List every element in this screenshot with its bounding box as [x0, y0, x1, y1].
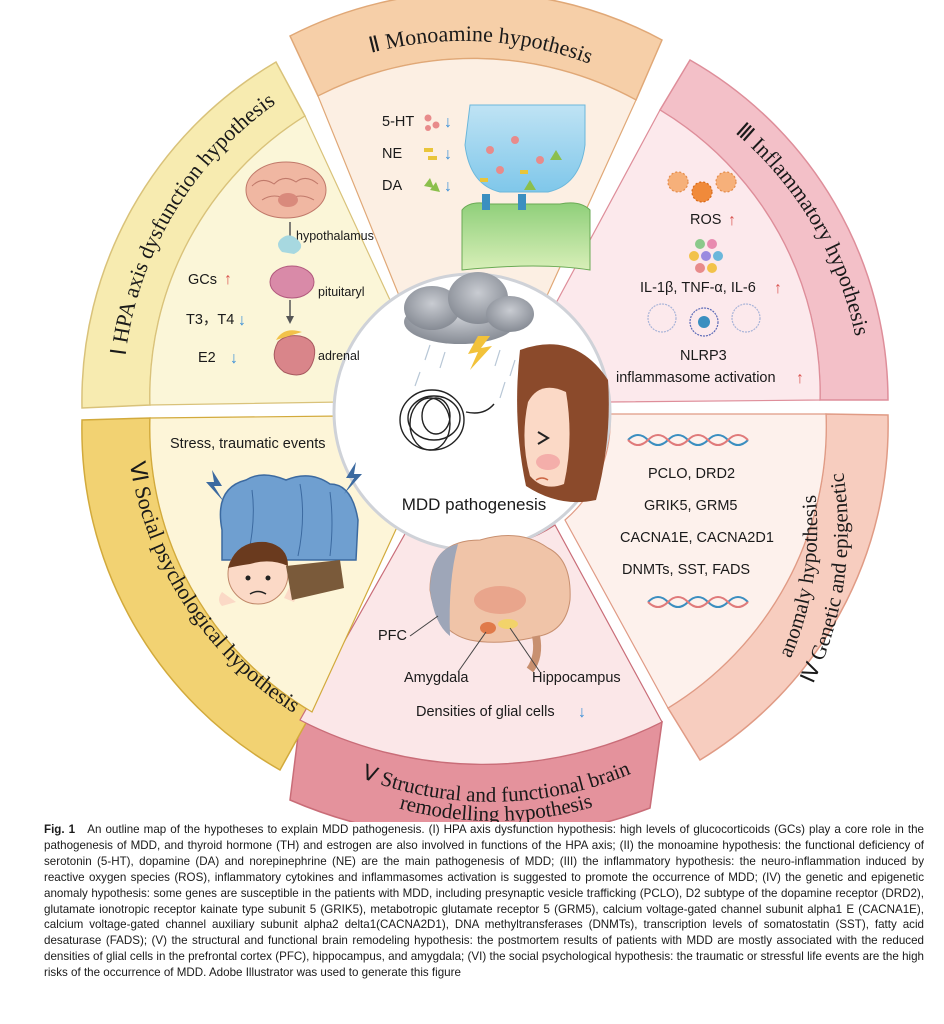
pituitary-label: pituitaryl — [318, 285, 365, 299]
brain-icon — [245, 161, 327, 219]
structural-content: PFC Amygdala Hippocampus Densities of gl… — [378, 535, 621, 721]
inflammasome-icon — [647, 303, 761, 337]
e2-down-arrow: ↓ — [230, 350, 238, 367]
t3t4-down-arrow: ↓ — [238, 312, 246, 329]
pfc-label: PFC — [378, 628, 407, 644]
caption-label: Fig. 1 — [44, 823, 76, 836]
t3t4-label: T3，T4 — [186, 312, 234, 328]
pituitary-icon — [269, 235, 315, 299]
amygdala-label: Amygdala — [404, 670, 469, 686]
center-label: MDD pathogenesis — [402, 495, 547, 514]
ht5-molecule-icon — [424, 114, 440, 131]
brain-section-icon — [429, 535, 571, 673]
storm-cloud-icon — [404, 272, 534, 370]
ne-molecule-icon — [424, 148, 437, 160]
ne-down-arrow: ↓ — [444, 146, 452, 163]
adrenal-kidney-icon — [273, 330, 316, 376]
inflammasome-label: inflammasome activation — [616, 370, 776, 386]
ros-up-arrow: ↑ — [728, 212, 736, 229]
gcs-label: GCs — [188, 272, 217, 288]
caption-text: An outline map of the hypotheses to expl… — [44, 823, 924, 980]
synapse-icon — [461, 104, 591, 271]
ht5-label: 5-HT — [382, 114, 414, 130]
ne-label: NE — [382, 146, 402, 162]
rain-lines-icon — [414, 344, 516, 399]
dna-top-icon — [627, 434, 749, 446]
da-molecule-icon — [424, 178, 440, 192]
figure-caption: Fig. 1 An outline map of the hypotheses … — [44, 822, 924, 981]
monoamine-content: 5-HT ↓ NE ↓ DA ↓ — [382, 104, 591, 271]
sad-girl-icon — [517, 344, 609, 503]
stress-label: Stress, traumatic events — [170, 436, 326, 452]
scribble-thought-icon — [399, 389, 495, 451]
gcs-up-arrow: ↑ — [224, 271, 232, 288]
genes-line-3: CACNA1E, CACNA2D1 — [620, 530, 774, 546]
hypothalamus-label: hypothalamus — [296, 229, 374, 243]
e2-label: E2 — [198, 350, 216, 366]
genes-line-4: DNMTs, SST, FADS — [622, 562, 750, 578]
da-down-arrow: ↓ — [444, 178, 452, 195]
ht5-down-arrow: ↓ — [444, 114, 452, 131]
cytokines-up-arrow: ↑ — [774, 280, 782, 297]
center-circle: MDD pathogenesis — [332, 272, 612, 552]
adrenal-label: adrenal — [318, 349, 360, 363]
nlrp3-label: NLRP3 — [680, 348, 727, 364]
hippocampus-label: Hippocampus — [532, 670, 621, 686]
genes-line-1: PCLO, DRD2 — [648, 466, 735, 482]
glial-down-arrow: ↓ — [578, 704, 586, 721]
hypotheses-diagram: MDD pathogenesis Ⅰ HPA axis dysfunction … — [81, 0, 889, 822]
hpa-content: hypothalamus pituitaryl adrenal GCs ↑ T3… — [186, 161, 374, 376]
ros-icon — [667, 171, 737, 203]
cytokines-label: IL-1β, TNF-α, IL-6 — [640, 280, 756, 296]
crushing-weight-icon — [206, 462, 362, 561]
social-content: Stress, traumatic events — [170, 436, 362, 606]
inflammasome-up-arrow: ↑ — [796, 370, 804, 387]
genetic-content: PCLO, DRD2 GRIK5, GRM5 CACNA1E, CACNA2D1… — [620, 434, 774, 608]
inflammatory-content: ROS ↑ IL-1β, TNF-α, IL-6 ↑ NLRP3 inflamm… — [616, 171, 804, 387]
glial-label: Densities of glial cells — [416, 704, 555, 720]
ros-label: ROS — [690, 212, 721, 228]
worried-boy-icon — [219, 541, 344, 606]
cytokines-icon — [689, 239, 723, 273]
genes-line-2: GRIK5, GRM5 — [644, 498, 737, 514]
da-label: DA — [382, 178, 402, 194]
outer-ring — [81, 0, 889, 822]
dna-bottom-icon — [647, 596, 749, 608]
